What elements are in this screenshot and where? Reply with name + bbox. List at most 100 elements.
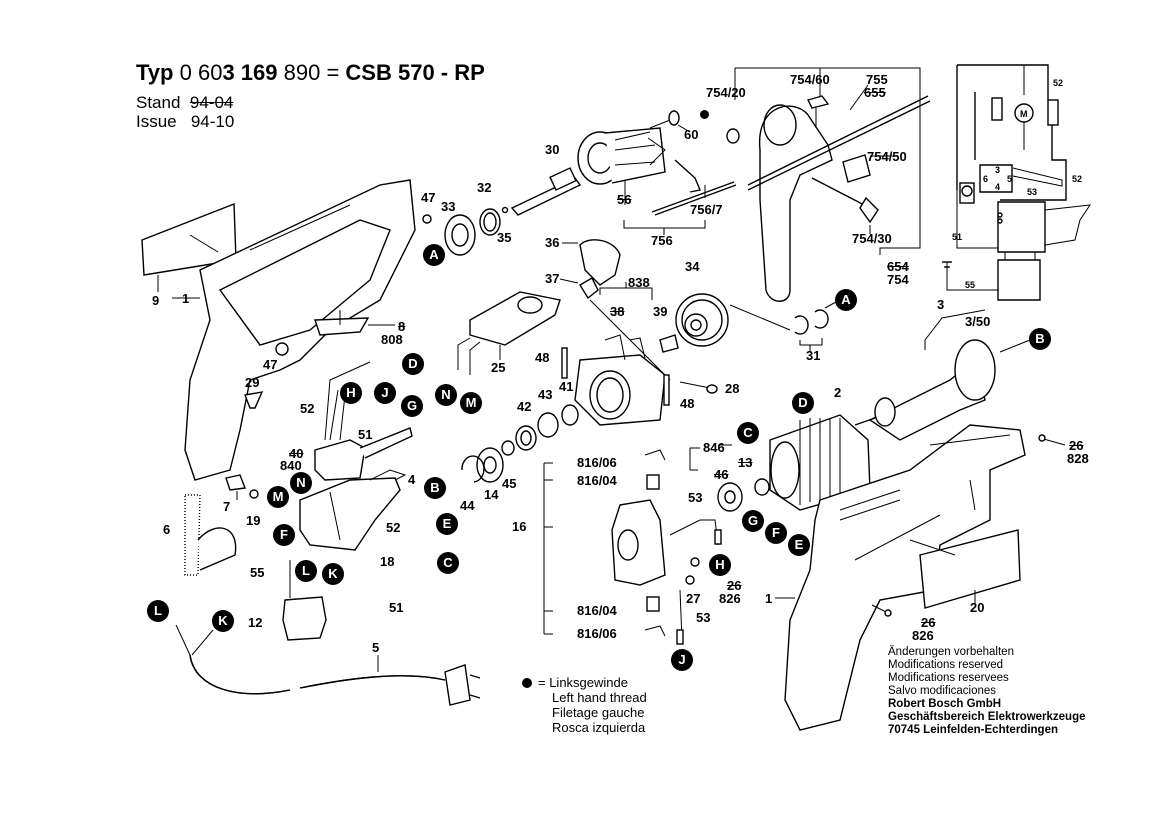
connector-e: E bbox=[788, 534, 810, 556]
part-label-754-30: 754/30 bbox=[852, 231, 892, 246]
part-label-20: 20 bbox=[970, 600, 985, 615]
stand-label: Stand bbox=[136, 93, 181, 112]
connector-j: J bbox=[671, 649, 693, 671]
part-label-655: 655 bbox=[864, 85, 886, 100]
part-number-b: 3 169 bbox=[222, 60, 278, 85]
part-label-48a: 48 bbox=[535, 350, 550, 365]
part-label-4: 4 bbox=[408, 472, 416, 487]
part-label-754-20: 754/20 bbox=[706, 85, 746, 100]
part-label-30: 30 bbox=[545, 142, 560, 157]
part-label-33: 33 bbox=[441, 199, 456, 214]
terminal-block bbox=[282, 560, 327, 641]
issue-row: Issue 94-10 bbox=[136, 112, 234, 131]
legend: = Linksgewinde Left hand thread Filetage… bbox=[522, 675, 647, 735]
part-label-2: 2 bbox=[834, 385, 842, 400]
switch-assembly bbox=[299, 361, 413, 551]
part-label-53b: 53 bbox=[696, 610, 711, 625]
part-label-3-50: 3/50 bbox=[965, 314, 991, 329]
part-label-44: 44 bbox=[460, 498, 475, 513]
model-title: Typ 0 603 169 890 = CSB 570 - RP bbox=[136, 60, 485, 86]
part-label-52b: 52 bbox=[386, 520, 401, 535]
part-label-36: 36 bbox=[545, 235, 560, 250]
wire-55-label: 55 bbox=[965, 280, 976, 290]
connector-n: N bbox=[435, 384, 457, 406]
part-label-55: 55 bbox=[250, 565, 265, 580]
terminal-4-label: 4 bbox=[995, 182, 1001, 192]
part-label-826b: 826 bbox=[912, 628, 934, 643]
issue-value: 94-10 bbox=[190, 112, 235, 131]
left-hand-thread-dot bbox=[700, 110, 709, 119]
part-label-6: 6 bbox=[163, 522, 171, 537]
company-address: 70745 Leinfelden-Echterdingen bbox=[888, 724, 1058, 736]
part-label-13: 13 bbox=[738, 455, 753, 470]
part-label-7: 7 bbox=[223, 499, 231, 514]
cable-guard bbox=[184, 494, 237, 576]
brush-holder bbox=[543, 449, 722, 645]
armature bbox=[854, 309, 1031, 441]
legend-line: = Linksgewinde bbox=[538, 675, 628, 690]
connector-g: G bbox=[742, 510, 764, 532]
part-label-816-04a: 816/04 bbox=[577, 473, 617, 488]
connector-d: D bbox=[402, 353, 424, 375]
part-label-38: 38 bbox=[610, 304, 625, 319]
connector-m: M bbox=[267, 486, 289, 508]
connector-k: K bbox=[322, 563, 344, 585]
part-label-40: 40 bbox=[289, 446, 304, 461]
connector-m: M bbox=[460, 392, 482, 414]
part-label-43: 43 bbox=[538, 387, 553, 402]
footer-line: Modifications reservees bbox=[888, 672, 1009, 684]
part-label-1b: 1 bbox=[765, 591, 773, 606]
part-number-a: 0 60 bbox=[179, 60, 223, 85]
part-label-47: 47 bbox=[421, 190, 436, 205]
housing-left bbox=[172, 179, 416, 481]
part-label-754: 754 bbox=[887, 272, 909, 287]
stand-row: Stand 94-04 bbox=[136, 93, 233, 112]
part-label-29: 29 bbox=[245, 375, 260, 390]
connector-l: L bbox=[295, 560, 317, 582]
part-label-56: 56 bbox=[617, 192, 632, 207]
part-label-51: 51 bbox=[358, 427, 373, 442]
part-label-39: 39 bbox=[653, 304, 668, 319]
bearing-stack bbox=[461, 404, 579, 483]
connector-h: H bbox=[340, 382, 362, 404]
motor-label: M bbox=[1020, 109, 1028, 119]
side-handle bbox=[726, 67, 931, 302]
part-label-654: 654 bbox=[887, 259, 909, 274]
terminal-3-label: 3 bbox=[995, 165, 1001, 175]
spindle-assembly bbox=[422, 110, 737, 256]
footer-line: Modifications reserved bbox=[888, 659, 1004, 671]
part-label-52: 52 bbox=[300, 401, 315, 416]
part-label-808: 808 bbox=[381, 332, 403, 347]
part-label-754-50: 754/50 bbox=[867, 149, 907, 164]
part-label-28: 28 bbox=[725, 381, 740, 396]
part-label-1: 1 bbox=[182, 291, 190, 306]
part-label-838: 838 bbox=[628, 275, 650, 290]
stand-value: 94-04 bbox=[189, 93, 234, 112]
connector-h: H bbox=[709, 554, 731, 576]
terminal-5-label: 5 bbox=[1007, 174, 1013, 184]
issue-label: Issue bbox=[136, 112, 177, 131]
company-division: Geschäftsbereich Elektrowerkzeuge bbox=[888, 711, 1086, 723]
connector-c: C bbox=[737, 422, 759, 444]
typ-prefix: Typ bbox=[136, 60, 174, 85]
part-label-3: 3 bbox=[937, 297, 945, 312]
part-label-756-7: 756/7 bbox=[690, 202, 723, 217]
model-name: CSB 570 - RP bbox=[345, 60, 485, 85]
part-label-26c: 26 bbox=[921, 615, 936, 630]
part-label-816-04b: 816/04 bbox=[577, 603, 617, 618]
part-label-26a: 26 bbox=[727, 578, 742, 593]
connector-a: A bbox=[423, 244, 445, 266]
part-label-45: 45 bbox=[502, 476, 517, 491]
part-label-35: 35 bbox=[497, 230, 512, 245]
part-label-47b: 47 bbox=[263, 357, 278, 372]
part-label-27: 27 bbox=[686, 591, 701, 606]
part-label-816-06a: 816/06 bbox=[577, 455, 617, 470]
part-label-846: 846 bbox=[703, 440, 725, 455]
legend-line: Filetage gauche bbox=[552, 705, 645, 720]
part-label-826a: 826 bbox=[719, 591, 741, 606]
part-label-8: 8 bbox=[398, 319, 406, 334]
wire-52-label: 52 bbox=[1072, 174, 1083, 184]
part-label-9: 9 bbox=[152, 293, 160, 308]
left-hand-thread-dot-icon bbox=[522, 678, 532, 688]
